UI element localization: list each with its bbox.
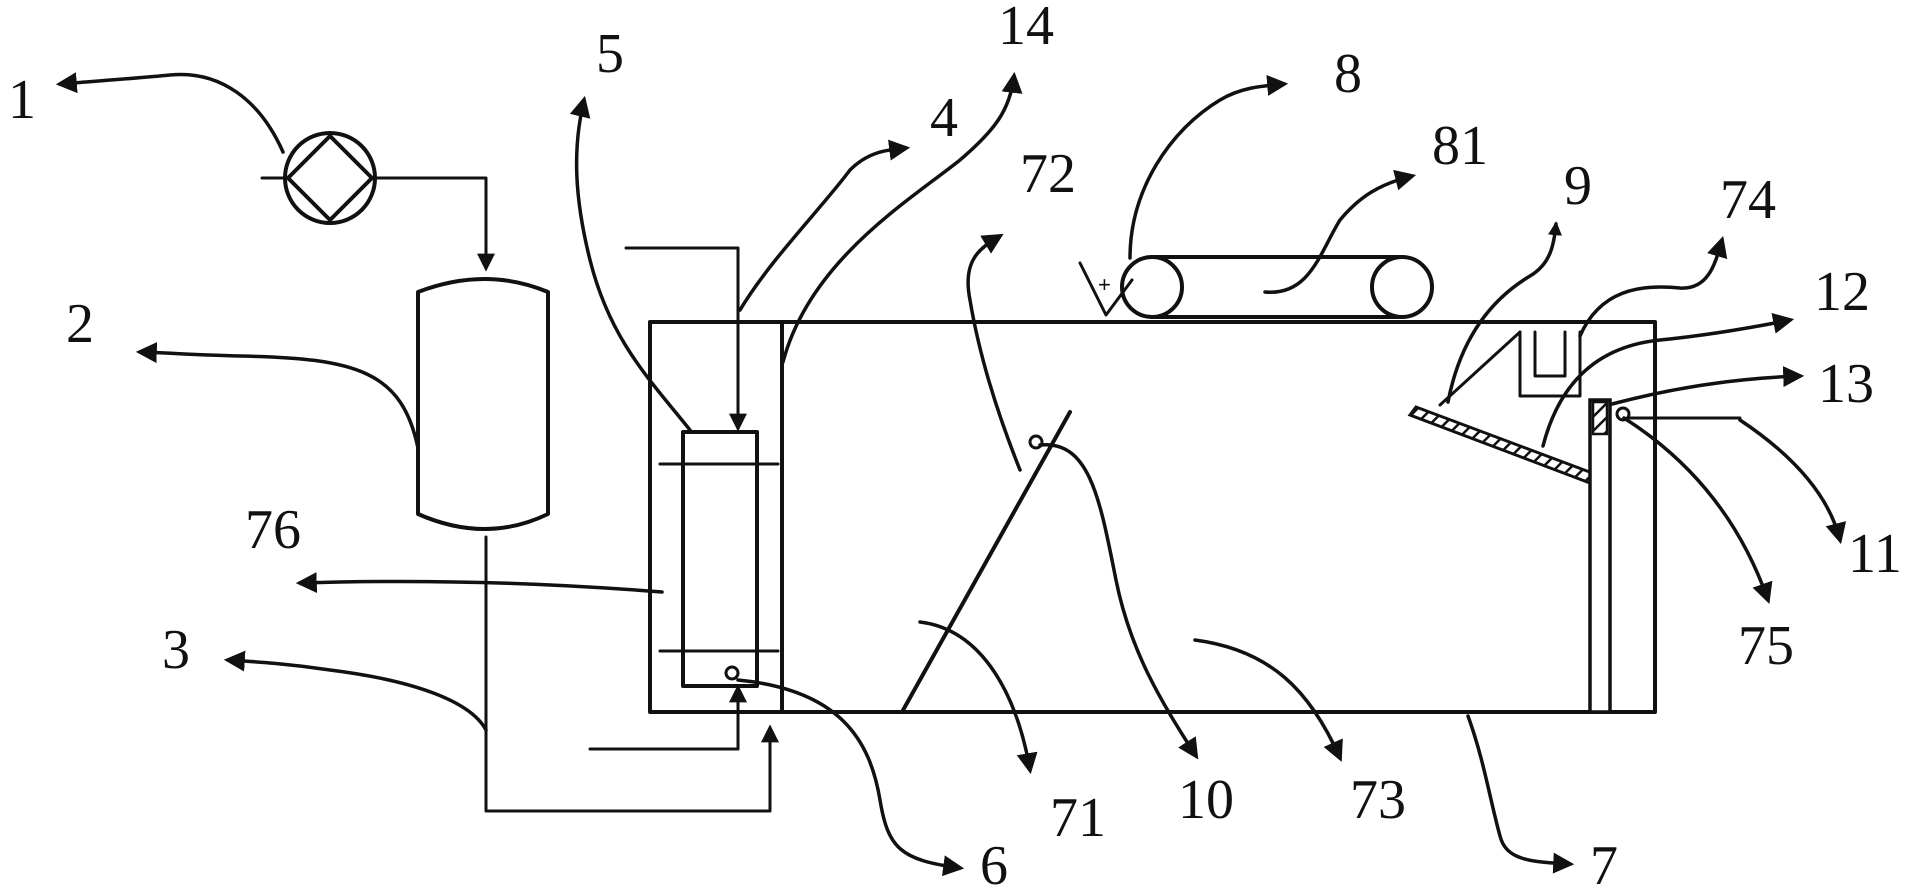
label-3: 3: [162, 619, 190, 681]
leader-4: [738, 139, 911, 312]
tank-outlet-pipe: [484, 535, 779, 813]
leader-12: [1541, 312, 1795, 448]
main-tank-body: [648, 320, 1657, 714]
pump-to-tank-pipe: [373, 176, 495, 272]
leader-14: [781, 71, 1023, 364]
pump-diamond: [286, 134, 374, 222]
leader-9: [1446, 221, 1562, 404]
leader-74: [1578, 235, 1728, 338]
label-75: 75: [1738, 615, 1794, 677]
inclined-plate: [900, 410, 1072, 714]
conveyor-left-roller: [1120, 255, 1184, 319]
pump-icon: [283, 131, 377, 225]
label-7: 7: [1590, 835, 1618, 896]
leader-5: [569, 95, 692, 432]
leader-13: [1610, 366, 1805, 406]
label-10: 10: [1178, 769, 1234, 831]
label-12: 12: [1814, 261, 1870, 323]
leader-6: [736, 678, 965, 877]
leader-2: [135, 342, 420, 450]
collection-trough-inner: [1533, 330, 1567, 378]
label-8: 8: [1334, 43, 1362, 105]
hatched-skimmer-plate: [1407, 405, 1598, 485]
belt-conveyor-icon: +: [1078, 255, 1434, 319]
leader-73: [1193, 638, 1343, 762]
label-74: 74: [1720, 169, 1776, 231]
label-76: 76: [245, 499, 301, 561]
label-71: 71: [1050, 787, 1106, 849]
label-72: 72: [1020, 143, 1076, 205]
leader-3: [223, 650, 488, 732]
label-6: 6: [980, 835, 1008, 896]
leader-75: [1622, 416, 1773, 604]
label-5: 5: [596, 23, 624, 85]
label-11: 11: [1848, 523, 1902, 585]
hinge-pivot-icon: [1028, 434, 1044, 450]
label-1: 1: [8, 69, 36, 131]
label-73: 73: [1350, 769, 1406, 831]
weir-hatch-block: [1591, 400, 1609, 436]
weir-pivot-icon: [1615, 406, 1631, 422]
leader-1: [55, 72, 285, 154]
leader-8: [1128, 74, 1289, 260]
hopper-mark: +: [1098, 272, 1111, 297]
skimmer-support-arm: [1438, 330, 1522, 407]
leader-71: [918, 620, 1038, 775]
leader-7: [1466, 714, 1575, 874]
label-14: 14: [998, 0, 1054, 57]
bottom-inlet-pipe: [588, 684, 747, 751]
collection-trough-outer: [1518, 330, 1582, 398]
leader-11: [1738, 418, 1847, 545]
inner-filter-chamber: [681, 430, 759, 688]
leader-81: [1263, 169, 1417, 294]
leader-10: [1038, 443, 1199, 760]
label-81: 81: [1432, 115, 1488, 177]
cylinder-tank-icon: [416, 277, 550, 531]
label-4: 4: [930, 87, 958, 149]
conveyor-right-roller: [1370, 255, 1434, 319]
chamber-valve-icon: [724, 665, 740, 681]
leader-72: [966, 233, 1022, 472]
label-13: 13: [1818, 353, 1874, 415]
label-2: 2: [66, 293, 94, 355]
leader-76: [295, 572, 664, 594]
top-inlet-pipe: [624, 246, 747, 432]
overflow-weir: [1588, 398, 1612, 714]
label-9: 9: [1564, 155, 1592, 217]
